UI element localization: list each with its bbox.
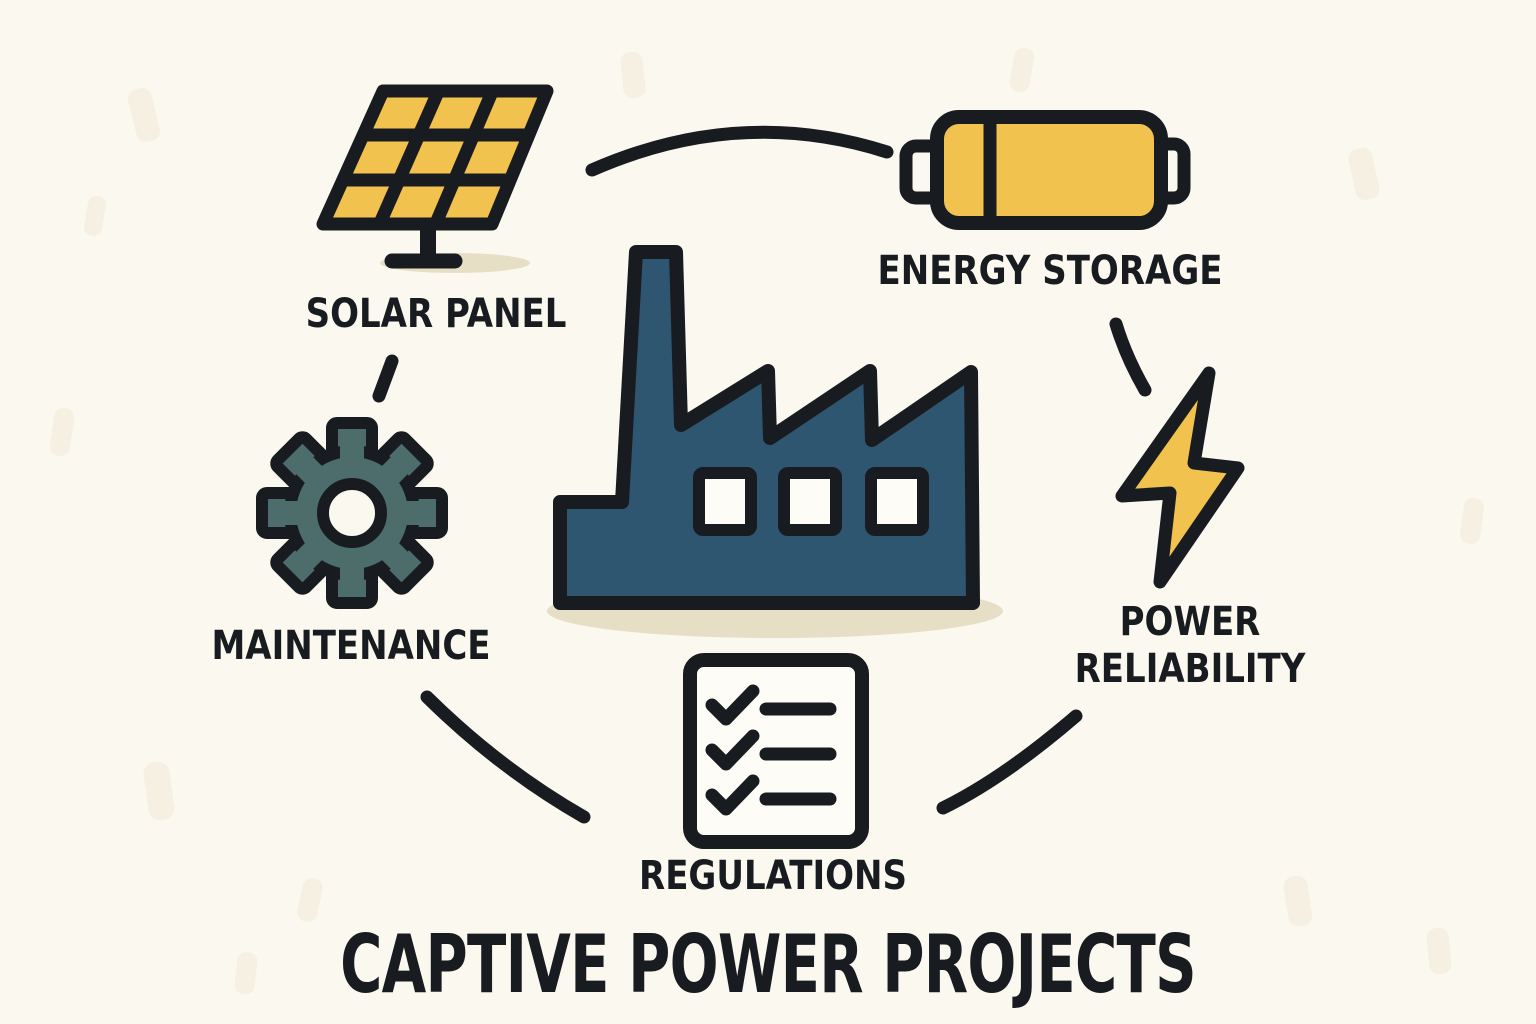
background-texture bbox=[49, 48, 1484, 995]
label-power-reliability: POWER RELIABILITY bbox=[1074, 599, 1306, 693]
connector-solar-to-battery bbox=[585, 125, 894, 177]
battery-icon bbox=[899, 110, 1191, 230]
lightning-bolt-icon bbox=[1115, 366, 1245, 589]
connector-bolt-to-checklist bbox=[936, 709, 1083, 815]
label-regulations: REGULATIONS bbox=[639, 853, 907, 899]
checklist-icon bbox=[683, 653, 869, 849]
page-title: CAPTIVE POWER PROJECTS bbox=[340, 918, 1196, 1011]
solar-panel-icon bbox=[316, 84, 554, 273]
connector-battery-to-bolt bbox=[1109, 317, 1152, 397]
factory-icon bbox=[547, 245, 1003, 638]
checkmark-icon bbox=[705, 684, 760, 726]
label-energy-storage: ENERGY STORAGE bbox=[877, 248, 1223, 294]
connector-lines bbox=[372, 125, 1152, 824]
checkmark-icon bbox=[705, 774, 760, 816]
connector-solar-to-gear bbox=[372, 354, 399, 403]
connector-gear-to-checklist bbox=[420, 690, 591, 824]
checkmark-icon bbox=[705, 729, 760, 771]
gear-icon bbox=[256, 417, 448, 609]
label-maintenance: MAINTENANCE bbox=[211, 623, 491, 669]
label-solar-panel: SOLAR PANEL bbox=[305, 291, 567, 337]
